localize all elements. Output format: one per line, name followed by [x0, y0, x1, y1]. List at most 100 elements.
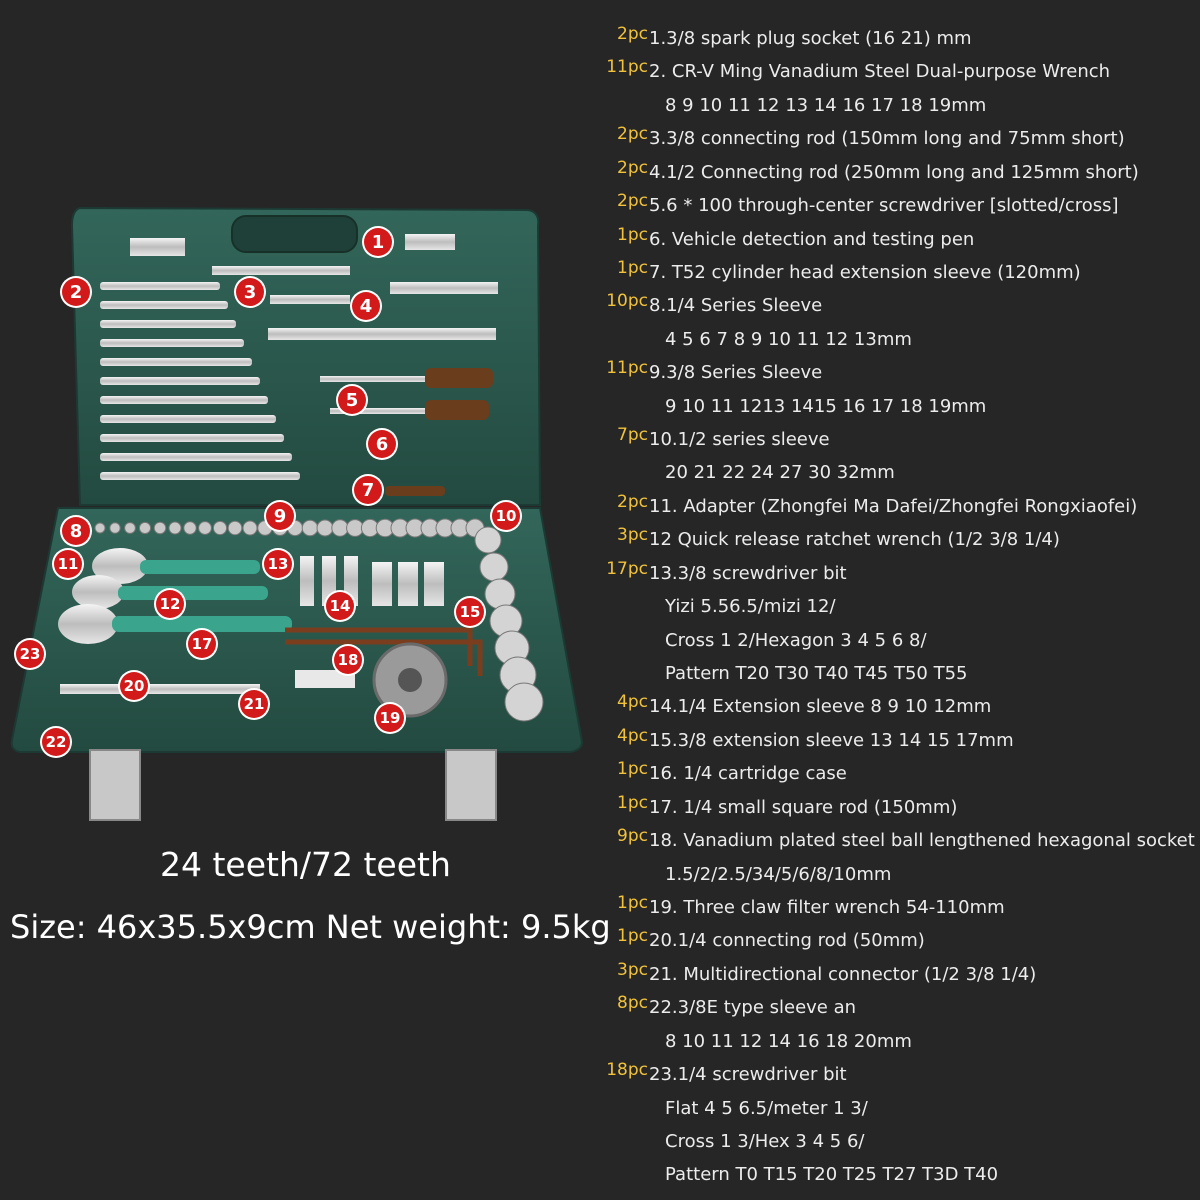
large-socket: [479, 552, 509, 582]
toolbox-photo: 1 2 3 4 5 6 7 8 9 10 11 12 13 14 15 17 1…: [0, 190, 600, 840]
item-quantity: 1pc: [617, 892, 648, 913]
item-description: Yizi 5.56.5/mizi 12/: [665, 596, 836, 618]
latch-right: [445, 749, 497, 821]
size-weight-caption: Size: 46x35.5x9cm Net weight: 9.5kg: [10, 908, 611, 946]
callout-13: 13: [264, 550, 292, 578]
wrench: [100, 434, 284, 442]
socket: [316, 519, 334, 537]
item-description: 18. Vanadium plated steel ball lengthene…: [649, 830, 1195, 852]
socket: [168, 521, 182, 535]
item-description: Flat 4 5 6.5/meter 1 3/: [665, 1097, 868, 1119]
socket: [198, 521, 212, 535]
item-description: 9.3/8 Series Sleeve: [649, 362, 823, 384]
item-quantity: 2pc: [617, 191, 648, 212]
item-quantity: 2pc: [617, 157, 648, 178]
callout-20: 20: [120, 672, 148, 700]
socket: [346, 519, 364, 537]
item-description: 10.1/2 series sleeve: [649, 429, 830, 451]
item-description: Pattern T0 T15 T20 T25 T27 T3D T40: [665, 1164, 999, 1186]
item-description: 13.3/8 screwdriver bit: [649, 562, 847, 584]
socket-row: [94, 518, 544, 722]
item-quantity: 8pc: [617, 993, 648, 1014]
item-quantity: 2pc: [617, 124, 648, 145]
wrench: [100, 301, 228, 309]
callout-23: 23: [16, 640, 44, 668]
wrench: [100, 320, 236, 328]
item-description: 8 9 10 11 12 13 14 16 17 18 19mm: [665, 94, 987, 116]
item-description: 23.1/4 screwdriver bit: [649, 1064, 847, 1086]
item-description: Pattern T20 T30 T40 T45 T50 T55: [665, 663, 968, 685]
item-description: 1.5/2/2.5/34/5/6/8/10mm: [665, 863, 892, 885]
callout-5: 5: [338, 386, 366, 414]
item-description: 7. T52 cylinder head extension sleeve (1…: [649, 261, 1081, 283]
socket: [212, 520, 228, 536]
item-description: 9 10 11 1213 1415 16 17 18 19mm: [665, 395, 987, 417]
callout-15: 15: [456, 598, 484, 626]
item-description: 6. Vehicle detection and testing pen: [649, 228, 975, 250]
callout-1: 1: [364, 228, 392, 256]
callout-17: 17: [188, 630, 216, 658]
socket: [242, 520, 258, 536]
item-description: Cross 1 3/Hex 3 4 5 6/: [665, 1130, 865, 1152]
item-description: 21. Multidirectional connector (1/2 3/8 …: [649, 963, 1037, 985]
callout-6: 6: [368, 430, 396, 458]
callout-10: 10: [492, 502, 520, 530]
item-description: 5.6 * 100 through-center screwdriver [sl…: [649, 195, 1119, 217]
parts-list-item: Pattern T20 T30 T40 T45 T50 T55: [598, 657, 1198, 690]
parts-list-item: 8 10 11 12 14 16 18 20mm: [598, 1025, 1198, 1058]
callout-2: 2: [62, 278, 90, 306]
wrench: [100, 358, 252, 366]
callout-11: 11: [54, 550, 82, 578]
wrench: [100, 339, 244, 347]
socket: [138, 521, 152, 535]
wrench: [100, 282, 220, 290]
parts-list-item: Cross 1 3/Hex 3 4 5 6/: [598, 1125, 1198, 1158]
wrench-set: [100, 282, 300, 480]
latch-left: [89, 749, 141, 821]
item-quantity: 3pc: [617, 959, 648, 980]
item-quantity: 11pc: [606, 358, 648, 379]
callout-9: 9: [266, 502, 294, 530]
item-description: 20.1/4 connecting rod (50mm): [649, 930, 925, 952]
parts-list-item: 4 5 6 7 8 9 10 11 12 13mm: [598, 323, 1198, 356]
callout-4: 4: [352, 292, 380, 320]
callout-3: 3: [236, 278, 264, 306]
large-socket: [474, 526, 502, 554]
socket: [109, 522, 121, 534]
parts-list-item: Pattern T0 T15 T20 T25 T27 T3D T40: [598, 1158, 1198, 1191]
item-quantity: 7pc: [617, 425, 648, 446]
item-quantity: 2pc: [617, 24, 648, 44]
socket: [94, 522, 106, 534]
large-socket: [484, 578, 516, 610]
socket: [183, 521, 197, 535]
callout-21: 21: [240, 690, 268, 718]
socket: [301, 519, 319, 537]
item-quantity: 1pc: [617, 257, 648, 278]
parts-list-item: Cross 1 2/Hexagon 3 4 5 6 8/: [598, 624, 1198, 657]
wrench: [100, 415, 276, 423]
item-description: 3.3/8 connecting rod (150mm long and 75m…: [649, 128, 1125, 150]
item-quantity: 2pc: [617, 491, 648, 512]
item-description: 17. 1/4 small square rod (150mm): [649, 796, 958, 818]
parts-list-item: 8 9 10 11 12 13 14 16 17 18 19mm: [598, 89, 1198, 122]
parts-list-item: 1.5/2/2.5/34/5/6/8/10mm: [598, 858, 1198, 891]
toolbox-illustration: [10, 206, 584, 821]
item-quantity: 3pc: [617, 525, 648, 546]
item-description: 20 21 22 24 27 30 32mm: [665, 462, 895, 484]
